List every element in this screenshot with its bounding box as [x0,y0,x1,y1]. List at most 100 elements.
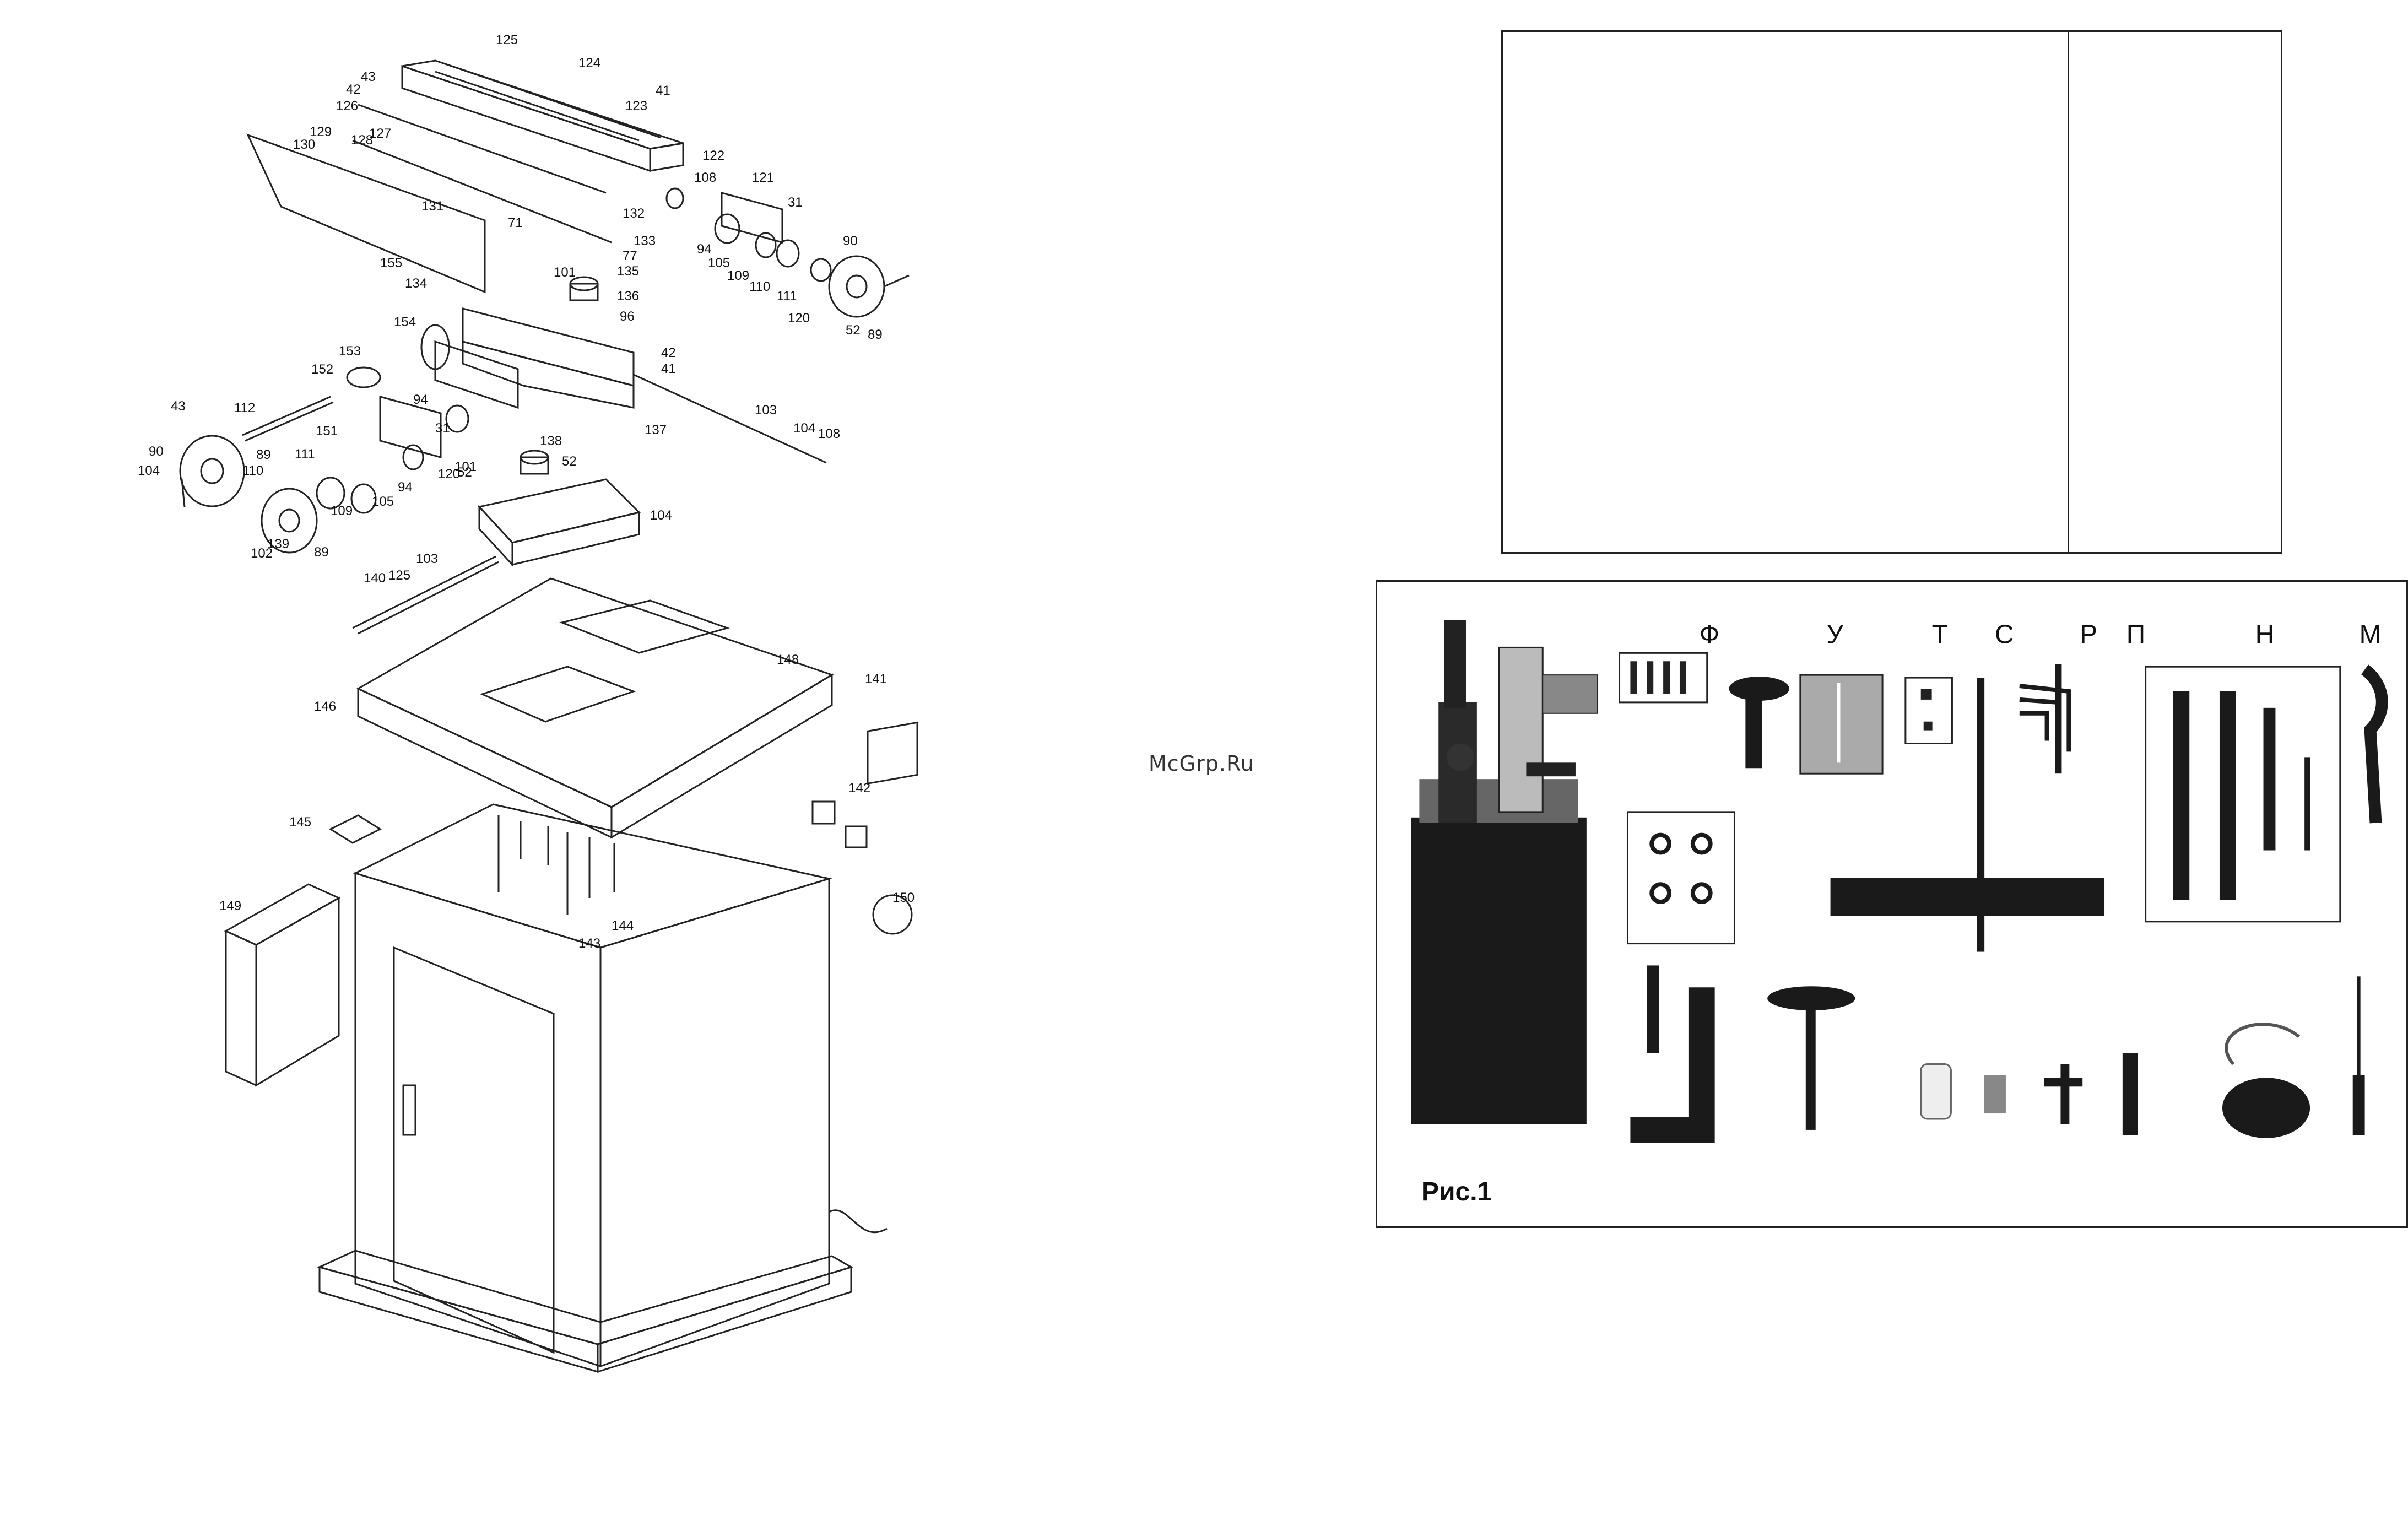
part-callout: 153 [339,344,361,359]
part-callout: 133 [634,234,656,248]
figure-item-label: У [1827,620,1844,649]
part-callout: 149 [219,899,241,913]
part-callout: 108 [818,426,840,441]
accessories-figure: АБВГДЕЖИКЛЦЧХФУТСРПНМ [1411,620,2388,1143]
part-callout: 77 [623,248,637,263]
base-table-front [357,687,613,839]
figure-item-label: П [2126,620,2145,649]
part-callout: 108 [694,170,716,185]
figure-item-label: Т [1932,620,1948,649]
part-callout: 143 [578,936,600,951]
part-callout: 148 [777,652,799,667]
base-table-side [610,673,833,839]
cabinet-top [353,803,832,949]
lead-screw [633,374,827,464]
part-callout: 136 [617,289,639,304]
part-callout: 146 [314,699,336,714]
part-callout: 152 [311,362,333,377]
part-callout: 104 [793,421,815,436]
part-callout: 125 [388,568,410,583]
cabinet-door [393,946,555,1354]
top-table-side [649,142,684,172]
part-callout: 122 [702,148,724,163]
part-callout: 101 [554,265,576,280]
part-callout: 94 [413,392,428,407]
part-callout: 43 [361,69,376,84]
top-table-front [401,64,651,172]
left-handwheel-upper [179,435,245,507]
right-handwheel [828,255,885,318]
base-table-top [356,577,834,808]
part-callout: 43 [171,399,186,414]
part-callout: 112 [234,401,255,415]
figure-caption: Рис.1 [1421,1177,1492,1207]
figure-item-label: М [2360,620,2382,649]
part-callout: 135 [617,264,639,279]
part-callout: 52 [562,454,577,469]
part-callout: 139 [267,537,289,551]
part-callout: 102 [251,546,273,561]
part-callout: 120 [438,467,460,482]
part-callout: 52 [457,465,472,480]
part-callout: 89 [256,447,271,462]
part-callout: 151 [316,424,338,439]
part-callout: 105 [372,494,394,509]
part-callout: 89 [314,545,329,560]
part-callout: 71 [508,215,523,230]
part-callout: 130 [293,137,315,152]
part-callout: 41 [661,361,676,376]
empty-table [1501,30,2282,554]
figure-item-label: Н [2255,620,2274,649]
part-callout: 120 [788,311,810,326]
part-callout: 103 [416,551,438,566]
table-column-divider [2068,32,2069,552]
part-callout: 132 [623,206,645,221]
part-callout: 128 [351,133,373,148]
part-callout: 145 [289,815,311,830]
part-callout: 141 [865,672,887,686]
part-callout: 124 [578,56,600,71]
part-callout: 110 [749,279,770,294]
machine-photo [1411,620,1598,1124]
part-callout: 94 [697,242,712,257]
figure-item-label: Р [2080,620,2097,649]
cabinet-side [599,877,830,1368]
part-callout: 142 [848,781,870,796]
left-handwheel-lower [261,488,318,554]
part-callout: 111 [295,447,315,462]
cabinet-front [354,872,602,1368]
part-callout: 111 [777,289,797,304]
part-callout: 101 [454,459,477,474]
part-callout: 103 [755,403,777,418]
part-callout: 140 [364,571,386,586]
figure-item-label: Ф [1700,620,1719,649]
part-callout: 90 [149,444,164,459]
part-callout: 42 [346,82,361,97]
part-callout: 94 [398,480,413,495]
part-callout: 121 [752,170,774,185]
figure-1-panel: АБВГДЕЖИКЛЦЧХФУТСРПНМ Рис.1 [1376,580,2408,1228]
guide-rod [358,104,607,194]
part-callout: 104 [138,463,160,478]
part-callout: 41 [656,83,670,98]
part-callout: 96 [620,309,635,324]
cross-slide [462,307,635,387]
part-callout: 137 [645,423,667,437]
figure-item-label: С [1995,620,2014,649]
part-callout: 126 [336,99,358,113]
part-callout: 125 [496,33,518,47]
part-callout: 123 [625,99,647,113]
watermark-text: McGrp.Ru [1149,751,1254,776]
part-callout: 90 [843,234,858,248]
part-callout: 109 [331,504,353,518]
part-callout: 105 [708,256,730,271]
part-callout: 155 [380,256,402,271]
part-callout: 110 [242,463,263,478]
part-callout: 127 [369,126,391,141]
part-callout: 52 [846,323,861,338]
part-callout: 31 [788,195,803,210]
chip-guard [246,133,486,294]
part-callout: 31 [435,421,450,436]
part-callout: 144 [612,918,634,933]
